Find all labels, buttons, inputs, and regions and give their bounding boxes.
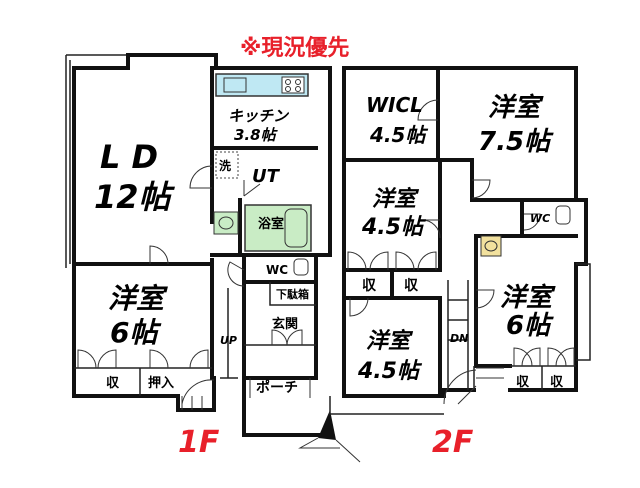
- bath-area: [244, 204, 312, 252]
- 2f-balcony-line: [329, 396, 444, 415]
- 2f-wall-wc: [474, 198, 578, 238]
- storage-1f-label: 収: [106, 376, 120, 391]
- sink-icon: [223, 77, 247, 93]
- door-w75: [471, 179, 491, 199]
- w45a-name: 洋室: [372, 186, 420, 212]
- door-storage-2f-upper: [347, 251, 437, 271]
- porch-label: ポーチ: [256, 379, 298, 396]
- washbasin-icon: [480, 235, 502, 257]
- burner-icon: [295, 79, 301, 85]
- door-w45a: [421, 219, 441, 239]
- storage-2f-4: 収: [550, 375, 564, 390]
- w6-2f-name: 洋室: [500, 283, 556, 313]
- kitchen-size: 3.8帖: [234, 126, 279, 144]
- compass-lines: [298, 437, 361, 463]
- 2f-wall-w6: [474, 234, 512, 368]
- ld-size: 12帖: [94, 178, 176, 216]
- washbasin-icon: [213, 211, 239, 235]
- door-porch: [249, 378, 311, 398]
- wash-label: 洗: [219, 158, 231, 173]
- kitchen-name: キッチン: [228, 107, 290, 125]
- note-current-condition: ※現況優先: [240, 36, 349, 61]
- entrance-label: 玄関: [272, 316, 298, 332]
- wc-2f-label: WC: [530, 212, 550, 225]
- door-closet-1f: [149, 349, 209, 369]
- floor-2f-plan: WICL 4.5帖 洋室 7.5帖 洋室 4.5帖 WC 収 収 洋室 4.5帖…: [329, 66, 591, 460]
- 1f-outer-wall-left: [72, 66, 216, 412]
- door-ld-ut: [189, 165, 213, 189]
- stairs-1f-run: [220, 288, 238, 379]
- stove-icon: [281, 76, 305, 94]
- door-w45b: [349, 297, 369, 317]
- 2f-wall-storage: [342, 268, 442, 398]
- door-wc-1f: [227, 261, 245, 287]
- western-1f-size: 6帖: [110, 316, 161, 349]
- storage-2f-1: 収: [362, 277, 377, 294]
- door-western-1f: [149, 245, 169, 265]
- bay-window: [65, 54, 128, 268]
- 2f-wall-w45a: [342, 158, 442, 272]
- 1f-entry-lines: [244, 282, 316, 346]
- storage-2f-3: 収: [516, 375, 530, 390]
- basin-bowl-icon: [484, 240, 498, 252]
- floor-1f-label: 1F: [178, 425, 220, 460]
- door-entrance-inner: [271, 329, 303, 346]
- door-storage-2f-lower: [513, 347, 575, 367]
- ld-name: L D: [100, 138, 158, 176]
- dn-label: DN: [450, 332, 468, 345]
- stairs-2f-run: [447, 280, 469, 390]
- burner-icon: [295, 86, 301, 92]
- door-storage-1f: [77, 349, 117, 369]
- closet-1f-label: 押入: [148, 375, 174, 391]
- floor-1f-plan: L D 12帖 キッチン 3.8帖 UT 洗 浴室 WC 下駄箱 玄関 洋室 6…: [65, 53, 361, 463]
- w75-name: 洋室: [488, 93, 544, 123]
- western-1f-name: 洋室: [108, 282, 168, 315]
- compass-north-icon: [318, 410, 336, 440]
- toilet-icon: [293, 258, 309, 276]
- 1f-closet-lines: [74, 367, 212, 396]
- storage-2f-2: 収: [404, 277, 419, 294]
- ut-label: UT: [252, 166, 281, 187]
- door-w6: [475, 289, 495, 309]
- bathtub-icon: [284, 208, 308, 248]
- w75-size: 7.5帖: [478, 127, 554, 157]
- shoe-box-label: 下駄箱: [276, 287, 309, 301]
- toilet-icon: [555, 205, 571, 225]
- wicl-size: 4.5帖: [369, 123, 428, 147]
- burner-icon: [285, 79, 291, 85]
- floor-2f-label: 2F: [432, 425, 474, 460]
- door-bath: [243, 180, 261, 197]
- stairs-2f: [443, 367, 504, 405]
- 2f-outer-wall: [342, 66, 588, 398]
- w6-2f-size: 6帖: [506, 311, 554, 341]
- wc-1f-label: WC: [266, 263, 288, 277]
- door-wicl: [417, 99, 439, 121]
- burner-icon: [285, 86, 291, 92]
- 1f-outer-wall-right: [72, 53, 334, 437]
- door-wc-2f: [523, 213, 541, 231]
- up-label: UP: [220, 334, 237, 347]
- w45b-name: 洋室: [366, 328, 414, 354]
- basin-bowl-icon: [218, 216, 234, 230]
- 2f-bay-window: [576, 263, 591, 361]
- bath-label: 浴室: [258, 216, 284, 232]
- 1f-wall-wc: [210, 253, 318, 284]
- wicl-name: WICL: [366, 93, 423, 117]
- w45a-size: 4.5帖: [361, 215, 427, 240]
- w45b-size: 4.5帖: [357, 359, 423, 384]
- stairs-1f: [181, 379, 215, 410]
